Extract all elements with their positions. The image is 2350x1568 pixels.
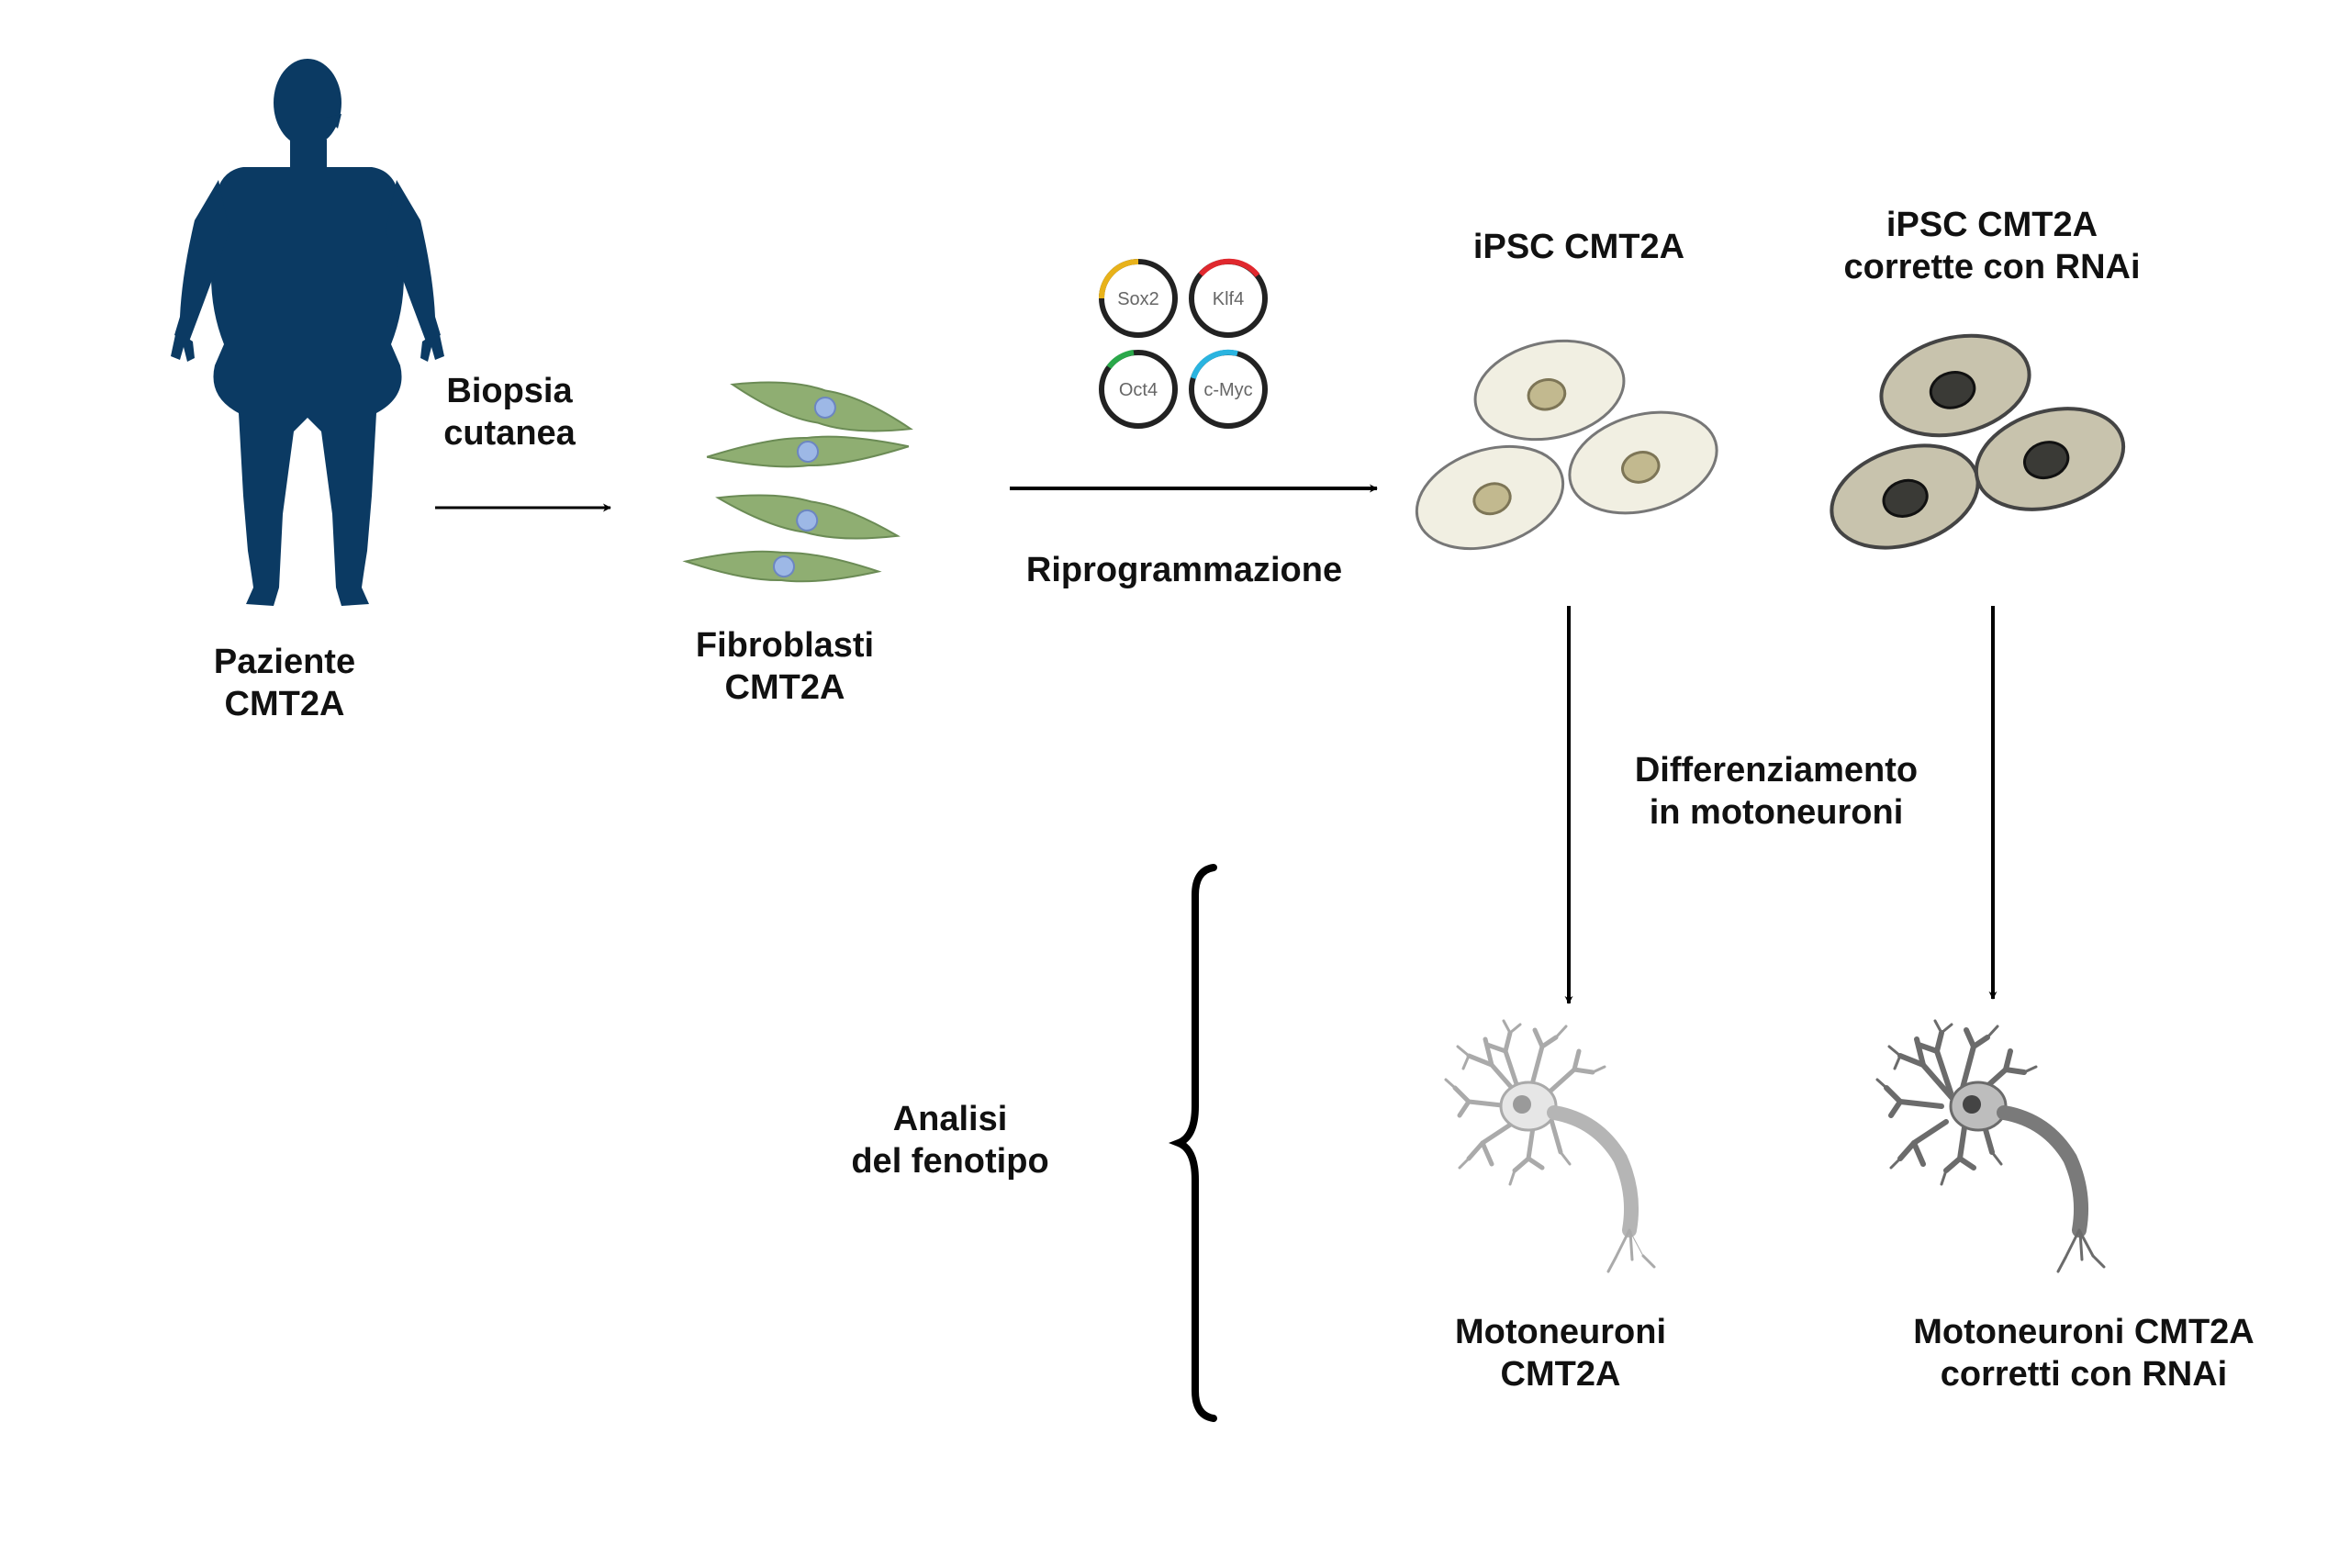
ipsc-corrected-label-line1: iPSC CMT2A bbox=[1886, 206, 2098, 244]
factor-klf4-label: Klf4 bbox=[1213, 289, 1244, 309]
plasmid-ring-icon: Sox2 Klf4 Oct4 c-Myc bbox=[1099, 258, 1268, 429]
ipsc-label-text: iPSC CMT2A bbox=[1472, 228, 1685, 266]
fibroblasts-label-line2: CMT2A bbox=[724, 668, 845, 707]
phenotype-brace bbox=[1168, 864, 1217, 1422]
fibroblast-cells-icon bbox=[682, 381, 913, 583]
plasmid-sox2: Sox2 bbox=[1099, 259, 1178, 338]
human-silhouette-icon bbox=[171, 59, 444, 606]
differentiation-label-line1: Differenziamento bbox=[1634, 751, 1919, 790]
phenotype-analysis-label: Analisi del fenotipo bbox=[808, 1098, 1092, 1182]
patient-label-line2: CMT2A bbox=[224, 685, 345, 723]
motoneurons-label-line1: Motoneuroni bbox=[1454, 1313, 1667, 1351]
ipsc-label: iPSC CMT2A bbox=[1432, 226, 1726, 268]
motoneurons-corrected-label-line2: corretti con RNAi bbox=[1940, 1355, 2228, 1394]
ipsc-corrected-label: iPSC CMT2A corrette con RNAi bbox=[1808, 204, 2176, 288]
reprogramming-label: Riprogrammazione bbox=[991, 549, 1377, 591]
factor-oct4-label: Oct4 bbox=[1119, 380, 1158, 400]
biopsy-label-line2: cutanea bbox=[443, 414, 576, 453]
differentiation-label: Differenziamento in motoneuroni bbox=[1593, 749, 1960, 834]
plasmid-klf4: Klf4 bbox=[1189, 258, 1268, 338]
motoneurons-corrected-label-line1: Motoneuroni CMT2A bbox=[1913, 1313, 2255, 1351]
ipsc-corrected-label-line2: corrette con RNAi bbox=[1843, 248, 2141, 286]
patient-label-line1: Paziente bbox=[213, 643, 356, 681]
corrected-stem-cell-cluster-icon bbox=[1830, 333, 2126, 550]
patient-label: Paziente CMT2A bbox=[193, 641, 376, 725]
plasmid-cmyc: c-Myc bbox=[1189, 349, 1268, 429]
biopsy-label: Biopsia cutanea bbox=[418, 370, 601, 454]
corrected-motor-neuron-icon bbox=[1875, 1019, 2106, 1273]
motoneurons-label: Motoneuroni CMT2A bbox=[1414, 1311, 1707, 1395]
fibroblasts-label: Fibroblasti CMT2A bbox=[670, 624, 900, 709]
motoneurons-corrected-label: Motoneuroni CMT2A corretti con RNAi bbox=[1873, 1311, 2295, 1395]
phenotype-analysis-label-line1: Analisi bbox=[892, 1100, 1008, 1138]
factor-sox2-label: Sox2 bbox=[1117, 289, 1159, 309]
reprogramming-label-text: Riprogrammazione bbox=[1025, 551, 1343, 589]
biopsy-label-line1: Biopsia bbox=[446, 372, 573, 410]
stem-cell-cluster-icon bbox=[1415, 339, 1718, 551]
differentiation-label-line2: in motoneuroni bbox=[1649, 793, 1904, 832]
motoneurons-label-line2: CMT2A bbox=[1500, 1355, 1621, 1394]
motor-neuron-icon bbox=[1444, 1019, 1656, 1273]
phenotype-analysis-label-line2: del fenotipo bbox=[851, 1142, 1049, 1181]
fibroblasts-label-line1: Fibroblasti bbox=[695, 626, 875, 665]
plasmid-oct4: Oct4 bbox=[1099, 350, 1178, 429]
factor-cmyc-label: c-Myc bbox=[1203, 380, 1252, 400]
